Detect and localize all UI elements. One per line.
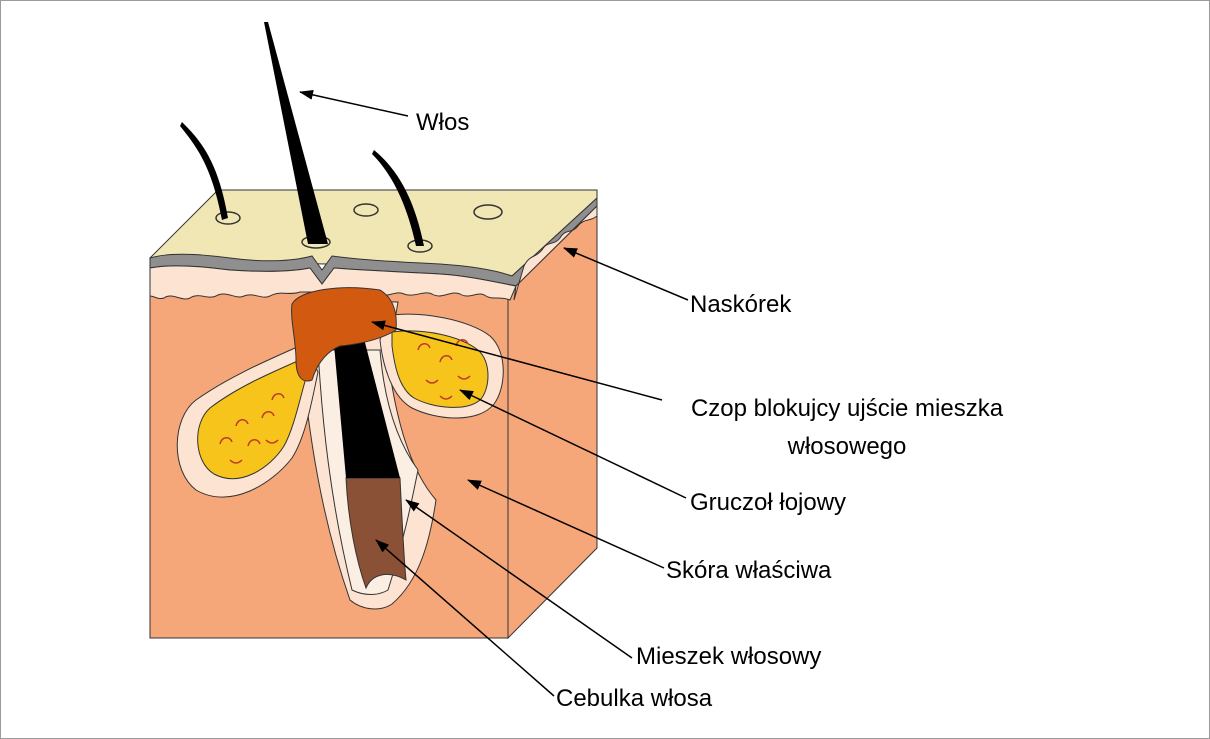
label-dermis: Skóra właściwa (666, 556, 831, 586)
label-epidermis: Naskórek (690, 290, 791, 320)
label-plug-line2: włosowego (662, 432, 1032, 462)
pore (354, 204, 378, 216)
label-plug-line1: Czop blokujcy ujście mieszka (662, 394, 1032, 424)
label-hair: Włos (416, 108, 469, 138)
label-hair-follicle: Mieszek włosowy (636, 642, 821, 672)
pore (474, 205, 502, 219)
label-sebaceous-gland: Gruczoł łojowy (690, 488, 846, 518)
label-hair-bulb: Cebulka włosa (556, 684, 712, 714)
arrow-hair (300, 92, 408, 116)
